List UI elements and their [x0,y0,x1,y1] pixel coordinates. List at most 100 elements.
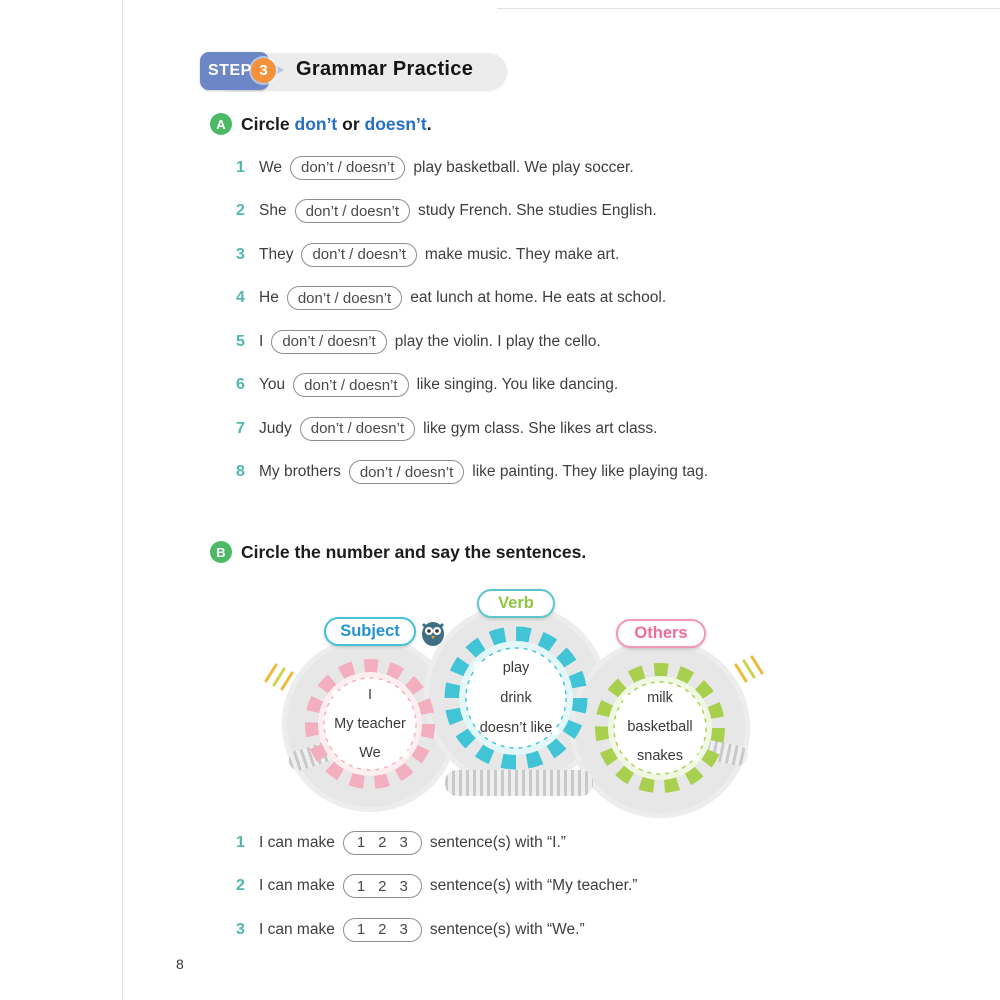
sentence-subject: You [259,376,286,393]
sentence-subject: She [259,202,287,219]
choice-number[interactable]: 1 [356,877,366,895]
gear-word: basketball [627,719,693,735]
exercise-list-b: 1 I can make 1 2 3 sentence(s) with “I.”… [236,829,637,960]
squiggle-decoration [734,655,764,683]
choice-pill[interactable]: don’t / doesn’t [286,286,403,310]
gear-word: drink [500,690,532,706]
gear-word: My teacher [334,716,406,732]
choice-pill[interactable]: don’t / doesn’t [301,242,417,267]
section-a-badge: A [210,113,232,135]
choice-pill[interactable]: don’t / doesn’t [299,416,416,441]
exercise-row: 8 My brothers don’t / doesn’t like paint… [236,459,708,486]
sentence-rest: sentence(s) with “I.” [429,833,566,851]
choice-number[interactable]: 1 [356,834,366,851]
choice-number[interactable]: 3 [399,834,408,851]
sentence-start: I can make [259,877,335,894]
step-number-badge: 3 [251,58,276,83]
number-choice-pill[interactable]: 1 2 3 [342,830,422,855]
section-a-header: A Circle don’t or doesn’t. [210,113,432,135]
gear-word: We [359,745,381,761]
choice-pill[interactable]: don’t / doesn’t [293,373,409,397]
verb-label: Verb [477,589,555,618]
gear-word: milk [647,690,673,706]
exercise-list-a: 1 We don’t / doesn’t play basketball. We… [236,154,708,502]
exercise-row: 4 He don’t / doesn’t eat lunch at home. … [236,285,708,312]
sentence-subject: Judy [259,419,292,437]
sentence-rest: like singing. You like dancing. [416,376,619,393]
exercise-row: 5 I don’t / doesn’t play the violin. I p… [236,328,708,355]
subject-label: Subject [324,617,416,646]
page-title: Grammar Practice [296,58,474,80]
number-choice-pill[interactable]: 1 2 3 [342,874,422,898]
gear-word: play [502,660,530,676]
choice-pill[interactable]: don’t / doesn’t [348,460,465,484]
exercise-row: 3 I can make 1 2 3 sentence(s) with “We.… [236,916,637,943]
exercise-row: 7 Judy don’t / doesn’t like gym class. S… [236,415,708,442]
choice-number[interactable]: 2 [378,834,387,851]
owl-icon [422,622,444,646]
sentence-subject: I [259,332,264,350]
exercise-row: 1 I can make 1 2 3 sentence(s) with “I.” [236,829,637,856]
sentence-rest: make music. They make art. [424,245,620,263]
sentence-rest: like painting. They like playing tag. [472,463,709,480]
heading-text: Circle [241,113,295,134]
exercise-row: 6 You don’t / doesn’t like singing. You … [236,372,708,399]
choice-number[interactable]: 2 [378,921,387,938]
ribbed-decoration [445,770,593,796]
exercise-row: 2 I can make 1 2 3 sentence(s) with “My … [236,873,637,900]
choice-pill[interactable]: don’t / doesn’t [294,199,410,223]
item-number: 5 [236,332,245,350]
sentence-rest: study French. She studies English. [418,202,657,219]
choice-number[interactable]: 2 [378,877,387,895]
section-b-badge: B [210,541,232,563]
item-number: 8 [236,463,245,480]
item-number: 7 [236,419,245,437]
item-number: 3 [236,245,245,263]
sentence-start: I can make [259,920,335,938]
item-number: 4 [236,289,245,306]
gear-word: doesn’t like [479,720,553,736]
sentence-subject: My brothers [259,463,341,480]
exercise-row: 1 We don’t / doesn’t play basketball. We… [236,154,708,181]
section-a-title: Circle don’t or doesn’t. [241,114,432,135]
sentence-rest: play basketball. We play soccer. [413,158,634,176]
others-words: milk basketball snakes [600,684,720,771]
choice-pill[interactable]: don’t / doesn’t [289,155,406,180]
sentence-rest: eat lunch at home. He eats at school. [410,289,667,306]
sentence-rest: play the violin. I play the cello. [394,332,601,350]
gear-diagram: I My teacher We play drink doesn’t like … [260,577,770,827]
choice-number[interactable]: 3 [399,877,408,895]
heading-word-doesnt: doesn’t [364,113,427,134]
subject-gear [305,659,435,789]
heading-word-dont: don’t [294,113,338,134]
section-b-header: B Circle the number and say the sentence… [210,541,586,563]
verb-words: play drink doesn’t like [456,653,576,743]
item-number: 6 [236,376,245,393]
item-number: 3 [236,920,245,938]
sentence-subject: They [259,245,294,263]
exercise-row: 3 They don’t / doesn’t make music. They … [236,241,708,268]
page-edge-line-left [122,0,123,1000]
sentence-rest: sentence(s) with “We.” [429,920,585,938]
heading-text: . [426,113,432,134]
others-label: Others [616,619,706,648]
sentence-rest: like gym class. She likes art class. [423,419,658,437]
section-b-title: Circle the number and say the sentences. [241,541,587,562]
gear-word: I [367,687,373,703]
choice-number[interactable]: 1 [356,921,366,938]
squiggle-decoration [264,663,294,691]
item-number: 1 [236,833,245,851]
gear-word: snakes [637,748,683,764]
item-number: 2 [236,202,245,219]
item-number: 1 [236,158,245,176]
page-edge-line-top [497,8,1000,9]
sentence-subject: He [259,289,279,306]
choice-number[interactable]: 3 [399,921,408,938]
number-choice-pill[interactable]: 1 2 3 [342,917,422,942]
sentence-start: I can make [259,833,335,851]
exercise-row: 2 She don’t / doesn’t study French. She … [236,198,708,225]
choice-pill[interactable]: don’t / doesn’t [271,329,387,354]
others-gear [595,663,725,793]
verb-gear [444,626,588,770]
